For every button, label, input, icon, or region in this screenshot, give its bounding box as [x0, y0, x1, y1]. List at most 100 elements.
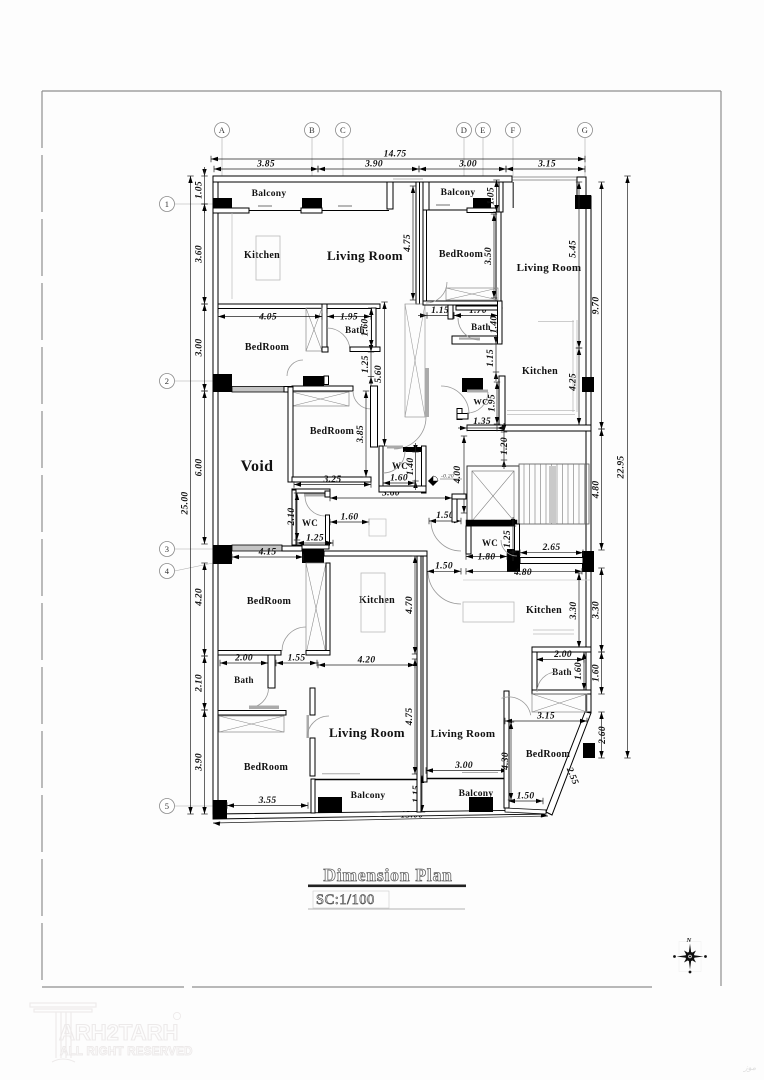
svg-text:G: G: [582, 125, 588, 135]
svg-text:3.60: 3.60: [381, 489, 400, 499]
svg-text:1.35: 1.35: [473, 417, 491, 427]
svg-text:1: 1: [165, 199, 170, 209]
svg-text:4.80: 4.80: [592, 481, 602, 500]
svg-text:Bath: Bath: [234, 675, 254, 685]
svg-text:1.20: 1.20: [500, 437, 510, 455]
svg-text:4.75: 4.75: [405, 708, 415, 727]
svg-text:F: F: [510, 125, 515, 135]
svg-text:4.25: 4.25: [569, 373, 579, 392]
svg-text:Balcony: Balcony: [441, 188, 476, 198]
svg-text:Kitchen: Kitchen: [522, 366, 558, 377]
svg-text:E: E: [480, 125, 486, 135]
svg-text:ARH2TARH: ARH2TARH: [59, 1020, 178, 1045]
svg-text:14.75: 14.75: [384, 150, 407, 160]
svg-text:25.00: 25.00: [181, 492, 191, 516]
svg-text:BedRoom: BedRoom: [244, 762, 289, 773]
svg-text:5.60: 5.60: [374, 365, 384, 383]
svg-text:BedRoom: BedRoom: [245, 342, 290, 353]
svg-text:WC: WC: [392, 461, 408, 471]
svg-text:1.05: 1.05: [487, 187, 497, 205]
svg-text:1.40: 1.40: [406, 458, 416, 476]
svg-text:4.15: 4.15: [258, 548, 277, 558]
svg-text:Dimension Plan: Dimension Plan: [323, 865, 452, 885]
svg-text:WC: WC: [482, 538, 498, 548]
svg-text:3.00: 3.00: [195, 339, 205, 358]
svg-text:2.10: 2.10: [287, 508, 297, 527]
svg-text:3.90: 3.90: [195, 753, 205, 772]
svg-text:SC:1/100: SC:1/100: [316, 892, 375, 908]
svg-text:Balcony: Balcony: [252, 189, 287, 199]
svg-text:4.05: 4.05: [258, 313, 277, 323]
svg-text:3.25: 3.25: [323, 475, 342, 485]
svg-text:2.10: 2.10: [195, 674, 205, 693]
svg-text:1.50: 1.50: [436, 511, 454, 521]
svg-text:ALL RIGHT RESERVED: ALL RIGHT RESERVED: [60, 1046, 193, 1058]
svg-text:1.25: 1.25: [503, 530, 513, 548]
svg-text:Balcony: Balcony: [459, 789, 494, 799]
svg-text:2.65: 2.65: [542, 543, 561, 553]
svg-text:3.50: 3.50: [484, 247, 494, 266]
svg-text:4.20: 4.20: [357, 656, 376, 666]
svg-text:-0.20: -0.20: [441, 474, 454, 480]
svg-text:WC: WC: [473, 397, 488, 407]
svg-text:3.90: 3.90: [364, 160, 383, 170]
svg-text:Living Room: Living Room: [327, 248, 403, 263]
svg-text:3: 3: [165, 544, 170, 554]
svg-text:Balcony: Balcony: [351, 791, 386, 801]
svg-text:3.85: 3.85: [256, 160, 275, 170]
svg-text:1.15: 1.15: [431, 306, 449, 316]
svg-text:4.00: 4.00: [453, 466, 463, 485]
svg-text:Void: Void: [241, 458, 274, 475]
svg-text:3.30: 3.30: [592, 601, 602, 620]
svg-text:C: C: [340, 125, 346, 135]
svg-text:Living Room: Living Room: [431, 728, 496, 740]
svg-text:N: N: [686, 937, 692, 944]
svg-text:1.25: 1.25: [361, 355, 371, 373]
svg-text:WC: WC: [302, 518, 318, 528]
svg-text:3.00: 3.00: [454, 761, 473, 771]
svg-text:1.60: 1.60: [361, 319, 371, 337]
svg-text:B: B: [309, 125, 315, 135]
svg-text:Kitchen: Kitchen: [244, 250, 280, 261]
svg-text:22.95: 22.95: [617, 456, 627, 480]
svg-text:1.60: 1.60: [341, 513, 359, 523]
svg-text:5.45: 5.45: [569, 240, 579, 258]
svg-text:1.40: 1.40: [490, 316, 500, 334]
svg-text:9.70: 9.70: [592, 297, 602, 315]
svg-text:3.30: 3.30: [569, 602, 579, 621]
svg-text:1.60: 1.60: [574, 662, 584, 680]
svg-text:4.70: 4.70: [405, 596, 415, 615]
svg-text:Bath: Bath: [552, 667, 572, 677]
svg-text:3.15: 3.15: [536, 712, 555, 722]
svg-text:BedRoom: BedRoom: [526, 749, 571, 760]
svg-text:Kitchen: Kitchen: [359, 595, 395, 606]
svg-text:4.80: 4.80: [513, 568, 532, 578]
svg-text:3.85: 3.85: [356, 425, 366, 444]
svg-text:1.70: 1.70: [469, 306, 487, 316]
svg-text:6.00: 6.00: [195, 459, 205, 477]
svg-text:3.15: 3.15: [537, 160, 556, 170]
svg-text:1.95: 1.95: [340, 313, 358, 323]
svg-text:Bath: Bath: [471, 322, 491, 332]
svg-text:1.55: 1.55: [288, 654, 306, 664]
svg-text:1.95: 1.95: [488, 394, 498, 412]
svg-text:1.60: 1.60: [390, 474, 408, 484]
svg-text:4.75: 4.75: [403, 234, 413, 253]
svg-text:5: 5: [165, 801, 170, 811]
svg-text:1.25: 1.25: [306, 534, 324, 544]
svg-text:1.05: 1.05: [195, 181, 205, 199]
svg-text:3.60: 3.60: [195, 245, 205, 264]
svg-text:1.50: 1.50: [517, 792, 535, 802]
svg-text:BedRoom: BedRoom: [247, 596, 292, 607]
svg-text:4.30: 4.30: [501, 752, 511, 771]
svg-text:BedRoom: BedRoom: [310, 426, 355, 437]
svg-text:Living Room: Living Room: [329, 725, 405, 740]
svg-text:Bath: Bath: [345, 325, 365, 335]
svg-text:3.00: 3.00: [458, 160, 477, 170]
svg-text:2: 2: [165, 376, 170, 386]
svg-text:3.55: 3.55: [258, 796, 277, 806]
svg-text:4.20: 4.20: [195, 588, 205, 607]
svg-text:موز: موز: [743, 1063, 757, 1072]
svg-text:Kitchen: Kitchen: [526, 605, 562, 616]
svg-text:2.00: 2.00: [553, 650, 572, 660]
